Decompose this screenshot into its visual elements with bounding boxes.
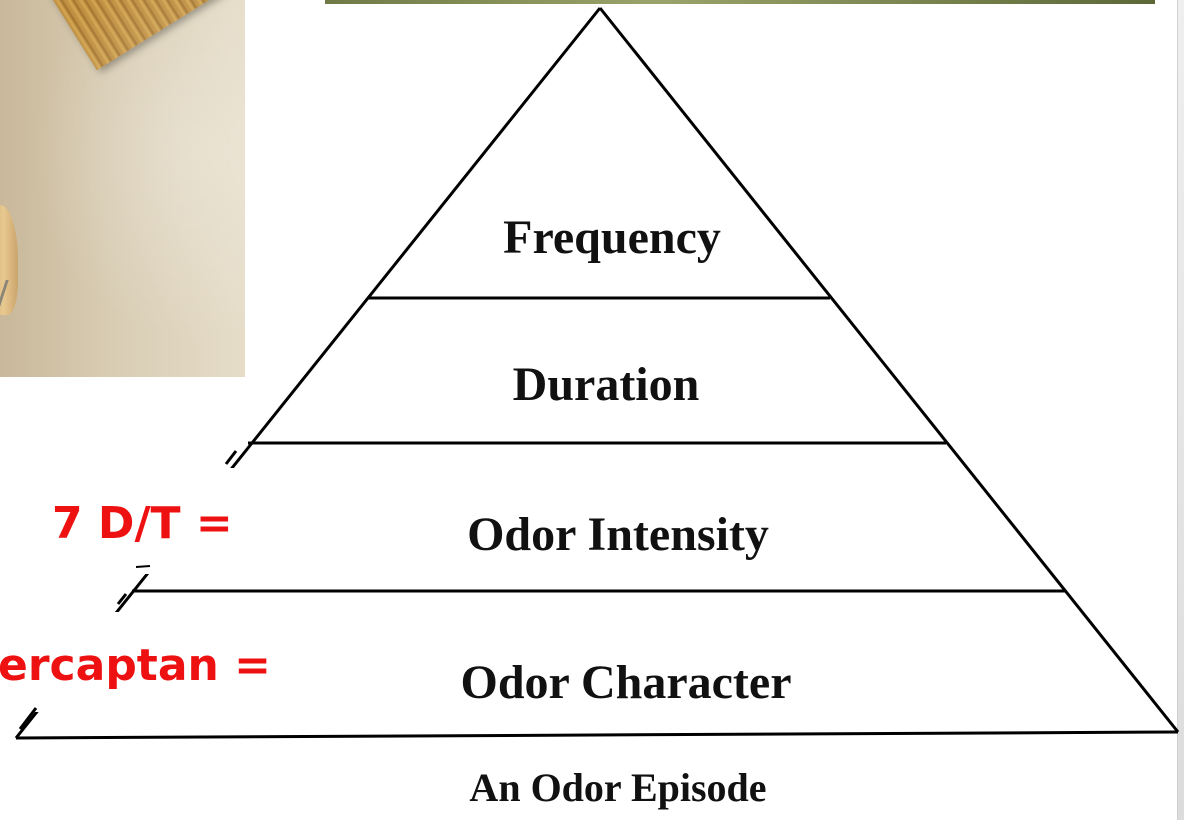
label-mask-1 <box>30 468 290 574</box>
tier-label-odor-intensity: Odor Intensity <box>467 508 769 561</box>
annotation-dilution: 7 D/T = <box>52 498 233 549</box>
background-image-strip <box>325 0 1155 4</box>
tier-label-duration: Duration <box>512 358 700 411</box>
decorative-photo <box>0 0 245 377</box>
tier-label-mask-frequency <box>466 210 756 266</box>
edge-fragment <box>116 593 128 605</box>
slide-edge <box>1177 0 1184 820</box>
label-mask-2 <box>0 612 318 712</box>
edge-fragment <box>224 450 238 465</box>
pyramid-base <box>15 730 1179 740</box>
tier-label-frequency: Frequency <box>503 211 721 264</box>
edge-fragment <box>18 707 38 730</box>
diagram-caption: An Odor Episode <box>469 765 767 810</box>
pyramid-right-edge <box>598 7 1180 733</box>
annotation-mercaptan: ercaptan = <box>0 640 272 691</box>
edge-fragment <box>135 565 151 568</box>
vessel-image <box>0 205 18 315</box>
tier-label-odor-character: Odor Character <box>460 656 792 709</box>
